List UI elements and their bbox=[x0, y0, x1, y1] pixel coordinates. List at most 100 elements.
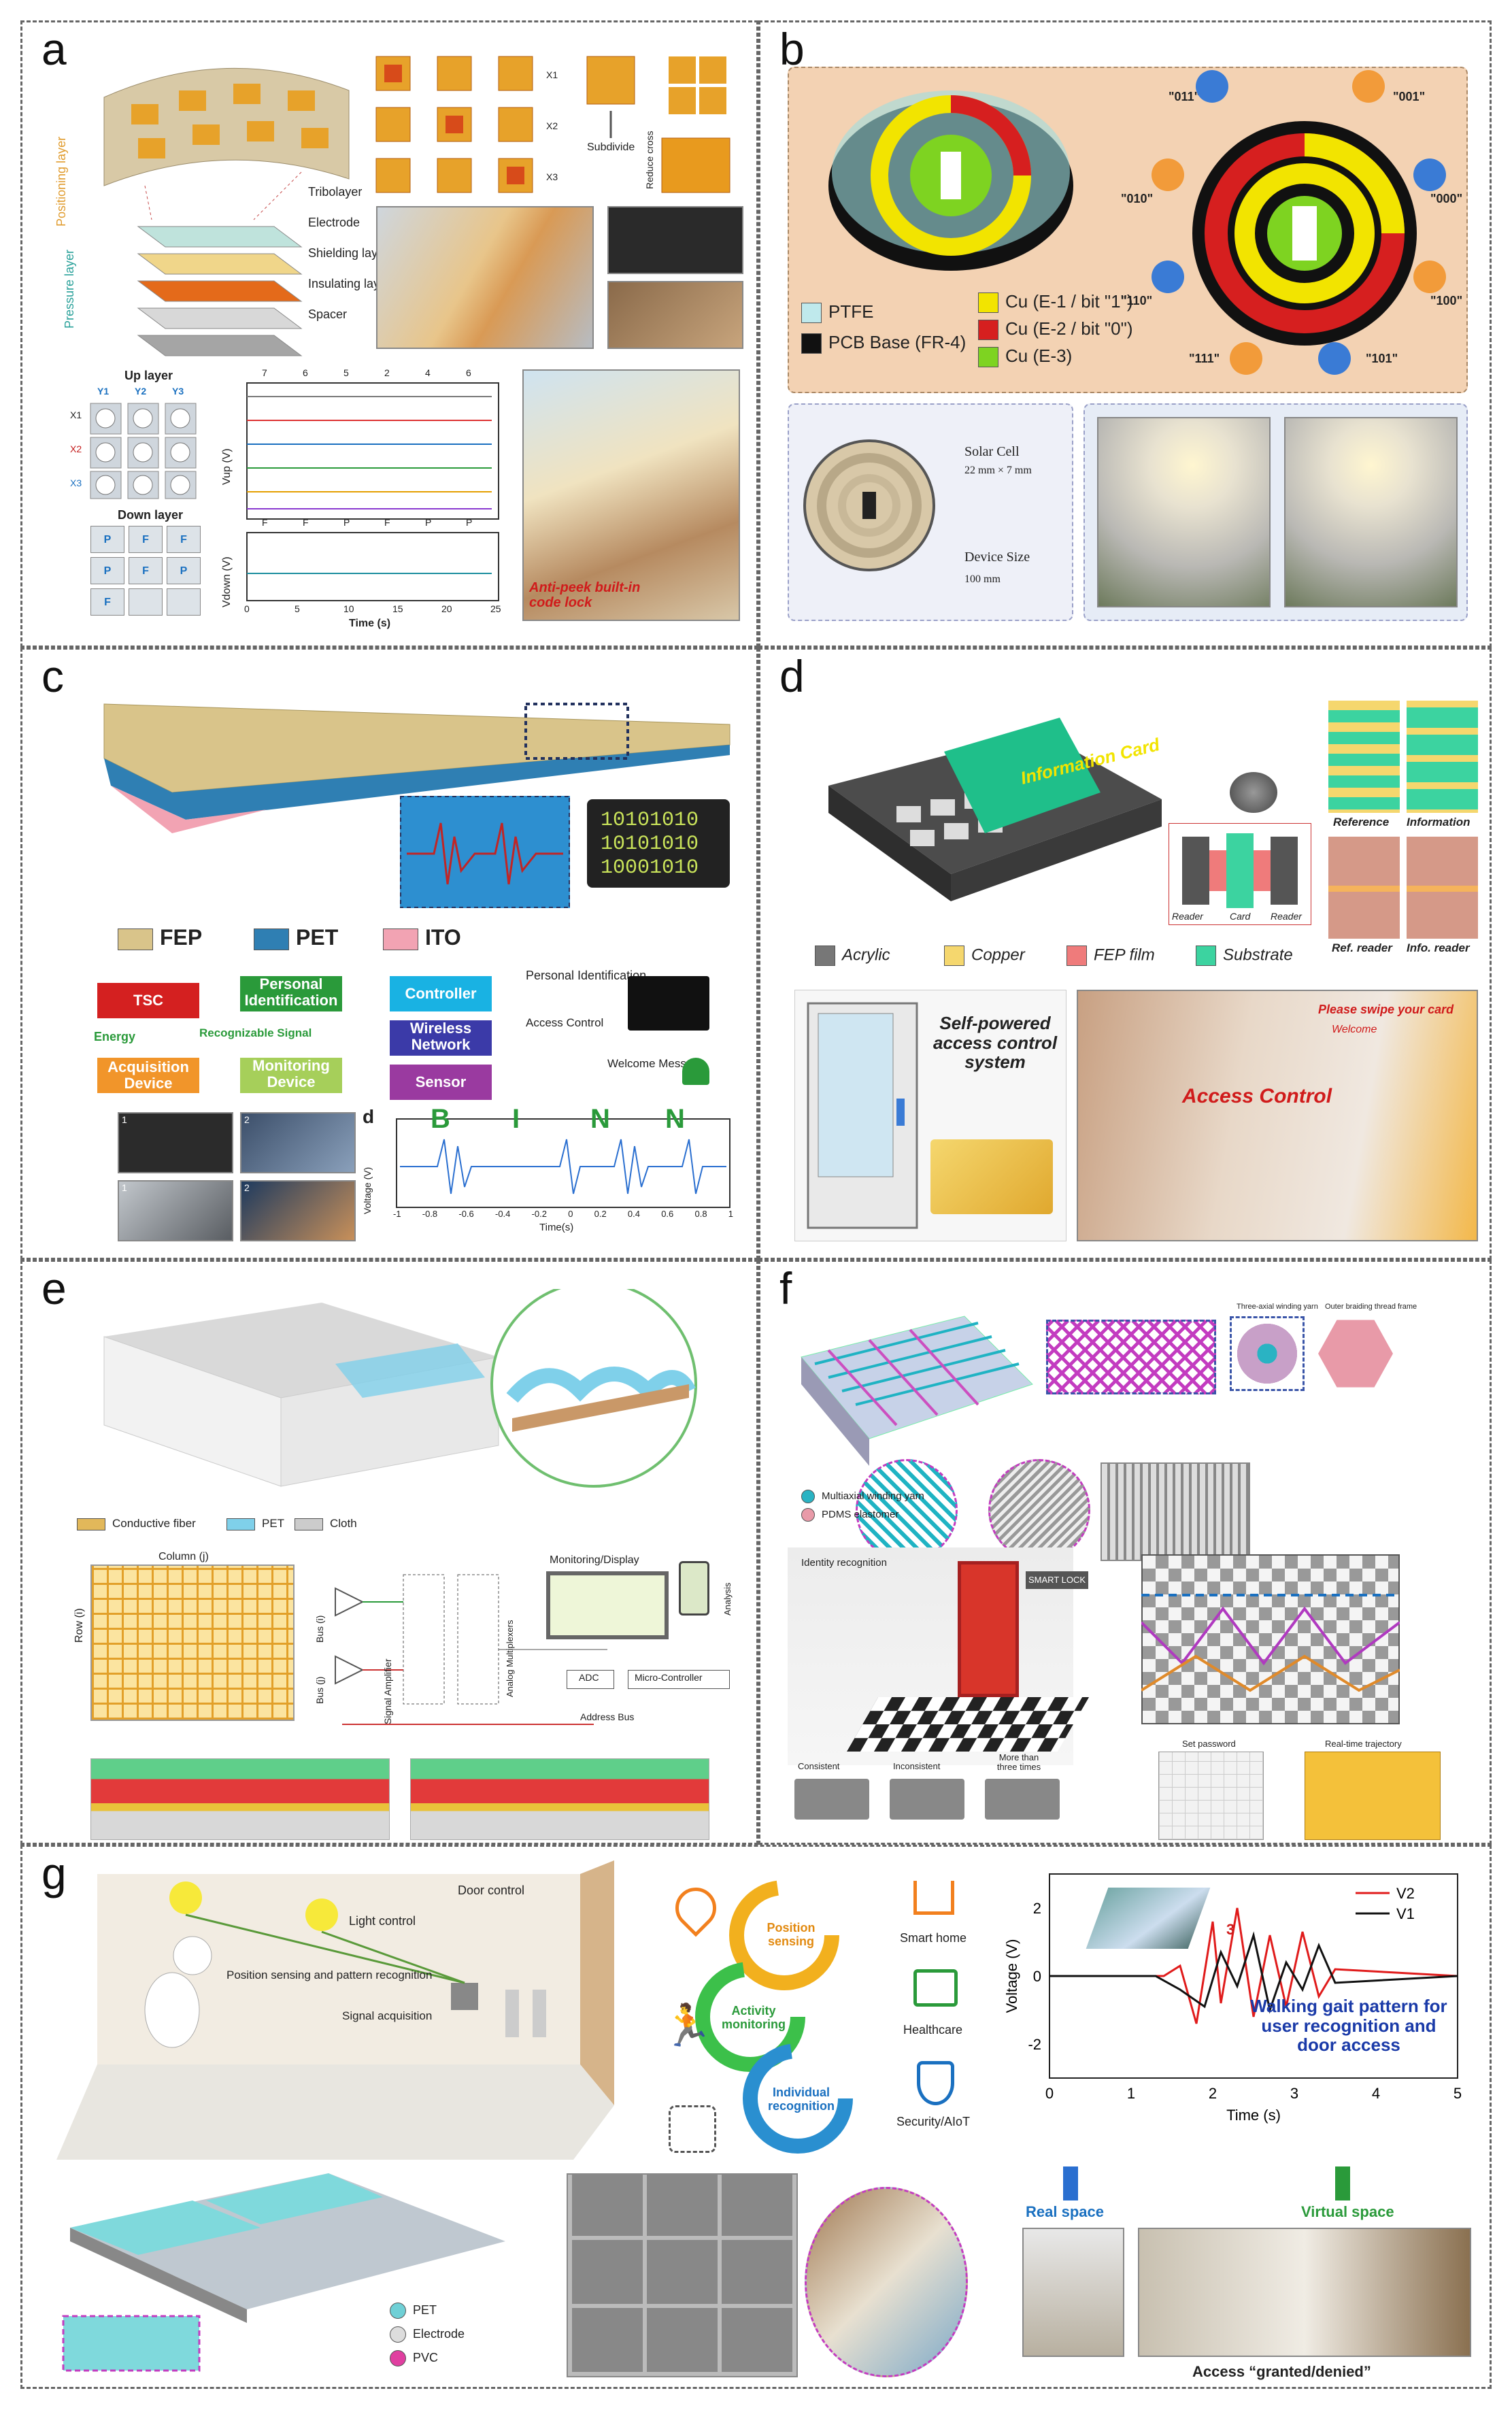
xtick: 0.4 bbox=[627, 1209, 640, 1219]
realtime-label: Real-time trajectory bbox=[1325, 1739, 1402, 1749]
analog-mux-label: Analog Multiplexers bbox=[505, 1620, 515, 1697]
panel-label: e bbox=[41, 1263, 67, 1313]
down-layer-grid: P F F P F P F bbox=[90, 526, 203, 616]
icon-111 bbox=[1230, 342, 1262, 375]
xtick: 1 bbox=[728, 1209, 733, 1219]
flow-controller: Controller bbox=[390, 976, 492, 1011]
chart-marker: 3 bbox=[1226, 1921, 1235, 1938]
label-information: Information bbox=[1407, 816, 1471, 829]
grid-row-x2: X2 bbox=[546, 120, 558, 131]
icon-010 bbox=[1152, 158, 1184, 191]
device-photo-1 bbox=[607, 206, 743, 274]
xtick: 15 bbox=[392, 603, 403, 614]
app-security: Security/AIoT bbox=[896, 2115, 971, 2128]
up-col-y1: Y1 bbox=[97, 386, 110, 397]
light-control-label: Light control bbox=[349, 1914, 416, 1928]
welcome-label: Welcome bbox=[1332, 1024, 1377, 1035]
flow-tsc: TSC bbox=[97, 983, 199, 1018]
panel-g: g Light control Door control Position se… bbox=[20, 1845, 1492, 2389]
fabric-zoom-1 bbox=[856, 1459, 958, 1561]
device-size-dim: 100 mm bbox=[964, 573, 1001, 585]
xtick: 10 bbox=[343, 603, 354, 614]
position-sensing-label: Position sensing and pattern recognition bbox=[226, 1969, 433, 1981]
legend-fep: FEP film bbox=[1066, 945, 1155, 966]
mark-top-2: 5 bbox=[343, 367, 349, 378]
xtick: 0.6 bbox=[661, 1209, 674, 1219]
flow-personal: Personal Identification bbox=[240, 976, 342, 1011]
code-110: "110" bbox=[1121, 294, 1153, 307]
series-line-v1 bbox=[1049, 1931, 1458, 2014]
photo-number: 2 bbox=[244, 1182, 250, 1193]
legend-substrate: Substrate bbox=[1196, 945, 1293, 966]
smart-room-illustration bbox=[56, 1860, 614, 2160]
y-tick-label: -2 bbox=[1028, 2036, 1041, 2053]
xtick: 0 bbox=[244, 603, 250, 614]
icon-101 bbox=[1318, 342, 1351, 375]
x-tick-label: 1 bbox=[1127, 2085, 1135, 2102]
legend-cu-e1: Cu (E-1 / bit "1") bbox=[978, 291, 1133, 314]
floor-tiles-photo bbox=[567, 2173, 798, 2377]
xtick: -0.4 bbox=[494, 1209, 511, 1219]
mark-bottom-3: F bbox=[384, 517, 390, 528]
xtick: -0.8 bbox=[422, 1209, 438, 1219]
state-more: More than three times bbox=[996, 1752, 1041, 1773]
layer-group-pressure: Pressure layer bbox=[63, 249, 76, 329]
up-layer-grid bbox=[90, 403, 197, 499]
cross-label-card: Card bbox=[1230, 911, 1251, 922]
xtick: 0.2 bbox=[594, 1209, 607, 1219]
photo-number: 1 bbox=[122, 1182, 127, 1193]
reader-device bbox=[930, 1139, 1053, 1214]
legend-fep: FEP bbox=[118, 925, 202, 950]
layer-label-electrode: Electrode bbox=[308, 216, 360, 229]
panel-label: g bbox=[41, 1848, 67, 1898]
up-row-x3: X3 bbox=[70, 478, 82, 488]
reference-pattern bbox=[1328, 701, 1400, 813]
panel-label: f bbox=[779, 1263, 792, 1313]
icon-100 bbox=[1413, 261, 1446, 293]
state-inconsistent: Inconsistent bbox=[893, 1761, 941, 1771]
row-label: Row (i) bbox=[73, 1608, 85, 1643]
flow-wireless: Wireless Network bbox=[390, 1020, 492, 1056]
signal-zoom bbox=[400, 796, 570, 908]
yarn-strip bbox=[1046, 1320, 1216, 1394]
monitoring-label: Monitoring/Display bbox=[550, 1554, 639, 1566]
lock-inconsistent bbox=[890, 1779, 964, 1820]
outer-frame-label: Outer braiding thread frame bbox=[1325, 1303, 1417, 1311]
door-illustration bbox=[807, 1002, 918, 1229]
flow-access: Access Control bbox=[526, 1016, 604, 1029]
layer-label-tribolayer: Tribolayer bbox=[308, 185, 363, 199]
inner-yarn-label: Three-axial winding yarn bbox=[1237, 1303, 1318, 1311]
analysis-label: Analysis bbox=[722, 1582, 733, 1616]
photo-4 bbox=[240, 1180, 356, 1241]
access-label: Access “granted/denied” bbox=[1192, 2363, 1371, 2380]
mark-top-5: 6 bbox=[466, 367, 471, 378]
layer-label-insulating: Insulating layer bbox=[308, 277, 391, 290]
application-cycle bbox=[695, 1880, 853, 2154]
virtual-space-label: Virtual space bbox=[1301, 2203, 1394, 2220]
photo-2 bbox=[240, 1112, 356, 1173]
signal-amp-label: Signal Amplifier bbox=[382, 1658, 393, 1725]
floor-tile-illustration bbox=[62, 2173, 505, 2372]
chart-note: Walking gait pattern for user recognitio… bbox=[1250, 1996, 1447, 2056]
healthcare-icon bbox=[913, 1969, 958, 2007]
trajectory-grid bbox=[1141, 1554, 1400, 1724]
up-col-y2: Y2 bbox=[135, 386, 147, 397]
xtick: -0.2 bbox=[531, 1209, 547, 1219]
up-col-y3: Y3 bbox=[172, 386, 184, 397]
photo-3 bbox=[118, 1180, 233, 1241]
flow-sensor: Sensor bbox=[390, 1065, 492, 1100]
label-reference: Reference bbox=[1333, 816, 1390, 829]
app-smart-home: Smart home bbox=[900, 1931, 967, 1945]
mark-top-1: 6 bbox=[303, 367, 308, 378]
flow-acquisition: Acquisition Device bbox=[97, 1058, 199, 1093]
mark-top-3: 2 bbox=[384, 367, 390, 378]
phone-display bbox=[679, 1561, 709, 1616]
binn-ylabel: Voltage (V) bbox=[362, 1167, 373, 1214]
code-001: "001" bbox=[1393, 90, 1426, 103]
cycle-activity: Activity monitoring bbox=[722, 2004, 786, 2031]
binn-xlabel: Time(s) bbox=[539, 1222, 574, 1233]
legend-cloth: Cloth bbox=[295, 1517, 357, 1530]
xtick: -0.6 bbox=[458, 1209, 474, 1219]
password-grid bbox=[1158, 1752, 1264, 1840]
